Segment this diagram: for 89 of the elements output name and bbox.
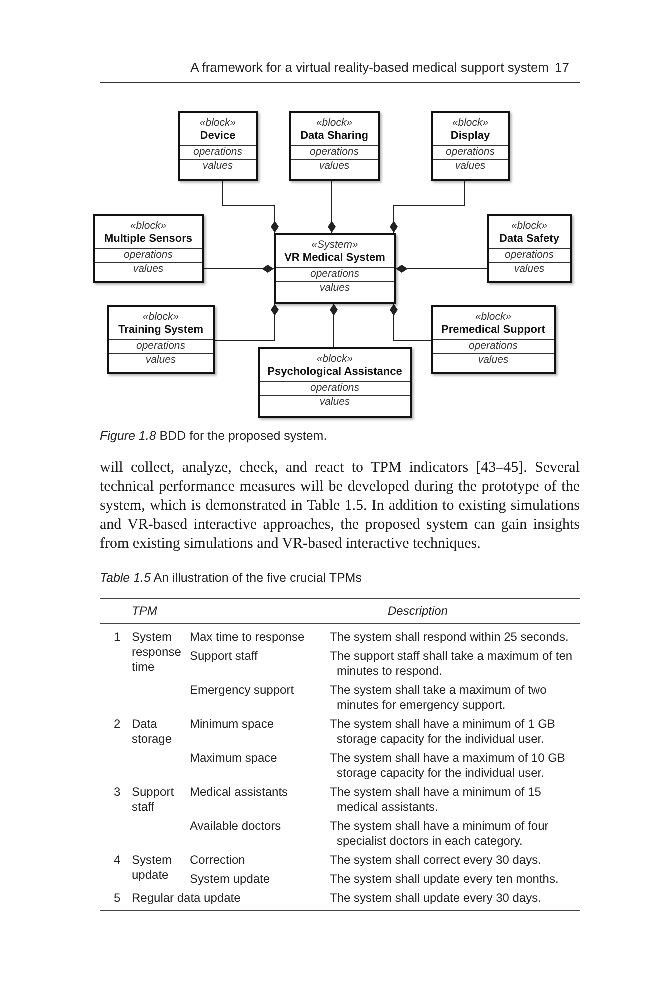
operations-label: operations [310, 268, 360, 281]
measure-name: System update [190, 872, 270, 886]
stereotype-label: «block» [316, 353, 354, 366]
operations-label: operations [124, 249, 174, 262]
requirement-text: The system shall have a maximum of 10 GB storage capacity for the individual user. [330, 751, 566, 781]
tpm-name: Support staff [132, 785, 174, 814]
stereotype-label: «block» [452, 117, 489, 130]
operations-label: operations [468, 340, 518, 353]
stereotype-label: «block» [316, 117, 353, 130]
operations-label: operations [193, 146, 243, 159]
block-name: Device [200, 130, 236, 143]
block-name: Multiple Sensors [104, 233, 193, 246]
stereotype-label: «block» [200, 117, 236, 130]
tpm-name: Regular data update [132, 891, 241, 905]
composition-line [222, 180, 279, 234]
stereotype-label: «block» [475, 311, 512, 324]
values-label: values [320, 282, 350, 295]
block-name: Psychological Assistance [268, 366, 402, 379]
block-box [178, 111, 258, 181]
table-caption: Table 1.5 An illustration of the five crucial TPMs [100, 571, 362, 585]
values-label: values [319, 160, 350, 173]
composition-line [328, 180, 336, 234]
block-name: VR Medical System [284, 252, 386, 265]
requirement-text: The system shall have a minimum of four specialist doctors in each category. [330, 819, 550, 849]
operations-label: operations [310, 146, 360, 159]
row-number: 5 [114, 891, 121, 905]
stereotype-label: «System» [312, 239, 358, 252]
measure-name: Maximum space [190, 751, 278, 765]
row-number: 2 [114, 717, 121, 731]
stereotype-label: «block» [511, 220, 548, 233]
requirement-text: The support staff shall take a maximum of ten minutes to respond. [330, 649, 574, 679]
operations-label: operations [136, 340, 186, 353]
column-header: Description [388, 604, 448, 618]
row-number: 1 [114, 630, 121, 644]
requirement-text: The system shall take a maximum of two minutes for emergency support. [330, 683, 548, 713]
values-label: values [455, 160, 486, 173]
composition-line [204, 265, 274, 273]
block-box [93, 214, 204, 283]
figure-caption: Figure 1.8 BDD for the proposed system. [100, 429, 328, 443]
column-header: TPM [132, 604, 158, 618]
block-box [431, 305, 556, 374]
block-box [274, 233, 396, 304]
body-paragraph: will collect, analyze, check, and react to TPM indicators [43–45]. Several technical performance measures will be developed during the prototype of the system, which is demonstrated in Table 1.5. In addition to existing simulations and VR-based interactive approaches, the proposed system can gain insights from existing simulations and VR-based interactive techniques. [100, 459, 580, 554]
values-label: values [146, 354, 176, 367]
measure-name: Emergency support [190, 683, 294, 697]
row-number: 4 [114, 853, 121, 867]
measure-name: Support staff [190, 649, 258, 663]
measure-name: Medical assistants [190, 785, 288, 799]
page-number: 17 [555, 60, 570, 75]
requirement-text: The system shall correct every 30 days. [330, 853, 542, 868]
measure-name: Correction [190, 853, 246, 867]
stereotype-label: «block» [142, 311, 180, 324]
requirement-text: The system shall have a minimum of 15 medical assistants. [330, 785, 542, 815]
block-box [289, 111, 380, 181]
running-header: A framework for a virtual reality-based medical support system [190, 60, 549, 75]
composition-line [396, 265, 488, 273]
requirement-text: The system shall respond within 25 seconds. [330, 630, 569, 645]
operations-label: operations [310, 382, 360, 395]
operations-label: operations [504, 249, 554, 262]
composition-line [214, 304, 279, 342]
tpm-name: System response time [132, 630, 182, 674]
composition-line [390, 180, 466, 234]
tpm-name: System update [132, 853, 172, 882]
composition-line [330, 304, 338, 348]
requirement-text: The system shall update every 30 days. [330, 891, 542, 906]
values-label: values [320, 396, 350, 409]
block-name: Data Sharing [300, 130, 368, 143]
stereotype-label: «block» [130, 220, 167, 233]
block-name: Premedical Support [442, 324, 546, 337]
block-box [431, 111, 510, 181]
values-label: values [514, 263, 545, 276]
block-box [107, 305, 215, 374]
tpm-name: Data storage [132, 717, 172, 746]
measure-name: Available doctors [190, 819, 282, 833]
block-name: Training System [118, 324, 204, 337]
requirement-text: The system shall update every ten months. [330, 872, 559, 887]
measure-name: Max time to response [190, 630, 305, 644]
values-label: values [478, 354, 509, 367]
block-box [258, 347, 412, 418]
values-label: values [202, 160, 234, 173]
block-box [487, 214, 572, 283]
operations-label: operations [446, 146, 496, 159]
values-label: values [133, 263, 164, 276]
requirement-text: The system shall have a minimum of 1 GB storage capacity for the individual user. [330, 717, 556, 747]
composition-line [390, 304, 432, 342]
measure-name: Minimum space [190, 717, 274, 731]
block-name: Display [450, 130, 490, 143]
block-name: Data Safety [500, 233, 560, 246]
row-number: 3 [114, 785, 121, 799]
